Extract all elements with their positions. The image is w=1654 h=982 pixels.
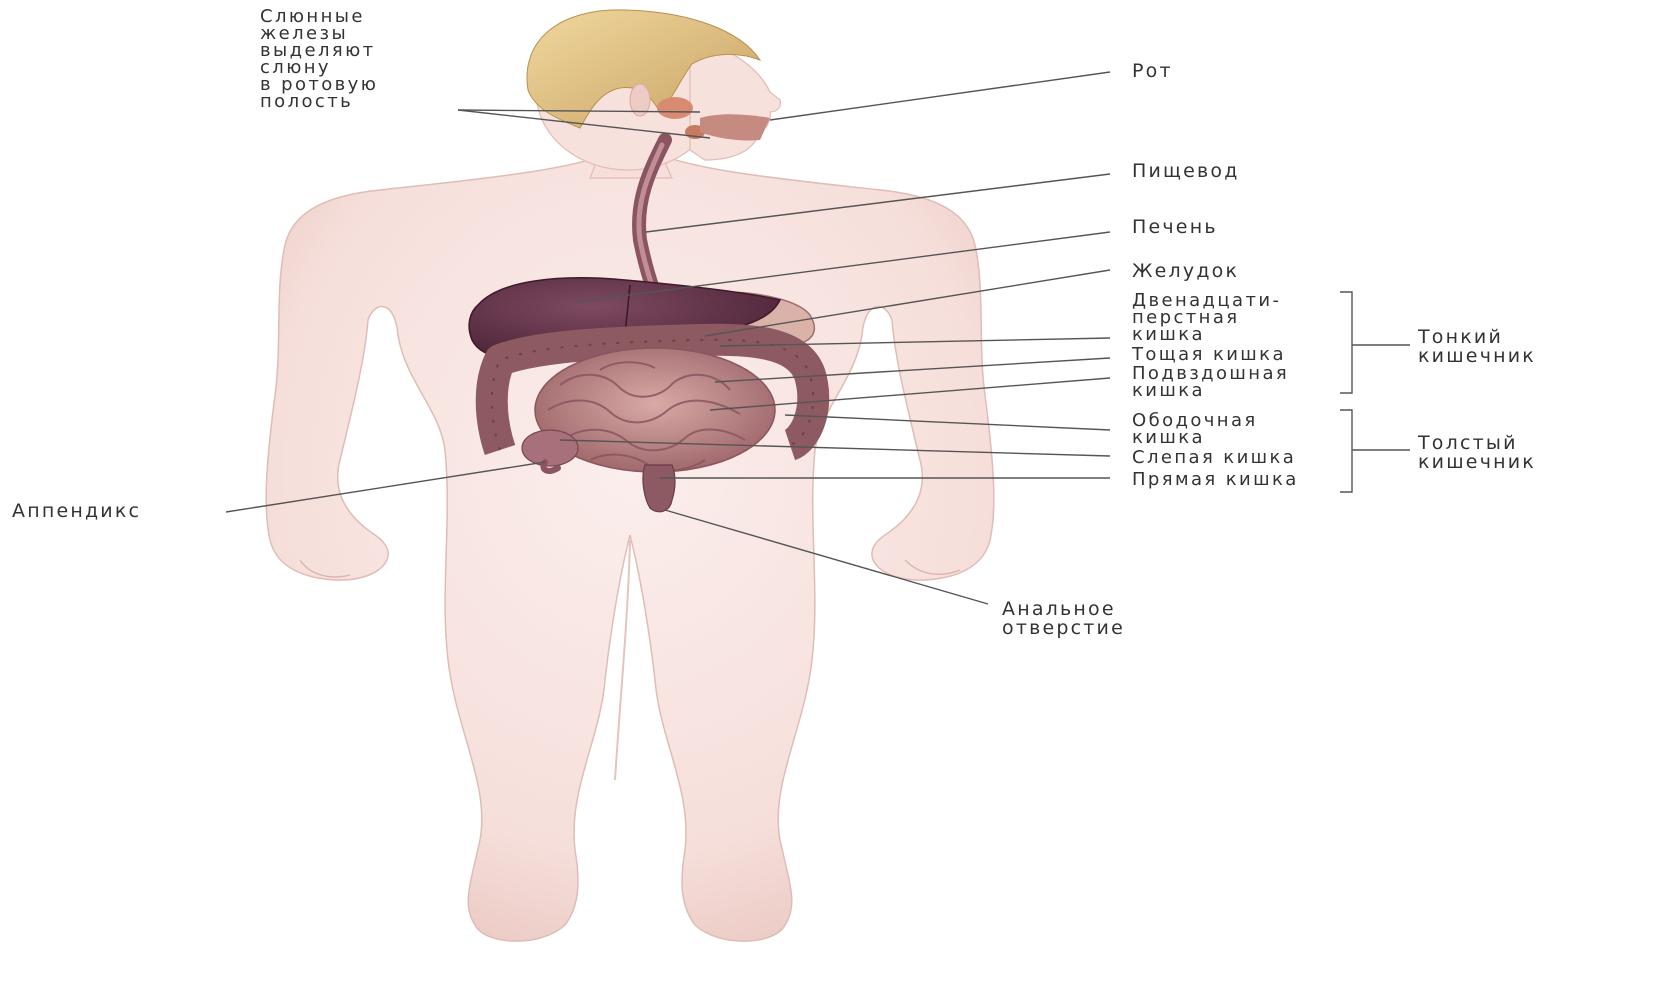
label-large-intestine: Толстый кишечник [1418, 434, 1536, 472]
bracket-large-intestine [1340, 410, 1352, 492]
label-esophagus: Пищевод [1132, 162, 1240, 181]
salivary-gland-upper [657, 97, 693, 119]
cecum [522, 430, 578, 466]
label-jejunum: Тощая кишка [1132, 346, 1286, 363]
bracket-small-intestine [1340, 292, 1352, 393]
human-body-silhouette [266, 10, 994, 941]
rectum [643, 465, 675, 512]
leader-mouth [770, 72, 1110, 120]
label-appendix: Аппендикс [12, 502, 141, 521]
label-liver: Печень [1132, 218, 1218, 237]
label-small-intestine: Тонкий кишечник [1418, 328, 1536, 366]
label-cecum: Слепая кишка [1132, 449, 1296, 466]
label-stomach: Желудок [1132, 262, 1239, 281]
label-rectum: Прямая кишка [1132, 471, 1299, 488]
label-salivary-glands: Слюнные железы выделяют слюну в ротовую … [260, 8, 378, 110]
label-mouth: Рот [1132, 62, 1173, 81]
label-ileum: Подвздошная кишка [1132, 365, 1289, 399]
label-anus: Анальное отверстие [1002, 600, 1125, 638]
label-colon: Ободочная кишка [1132, 412, 1258, 446]
label-duodenum: Двенадцати- перстная кишка [1132, 292, 1281, 343]
